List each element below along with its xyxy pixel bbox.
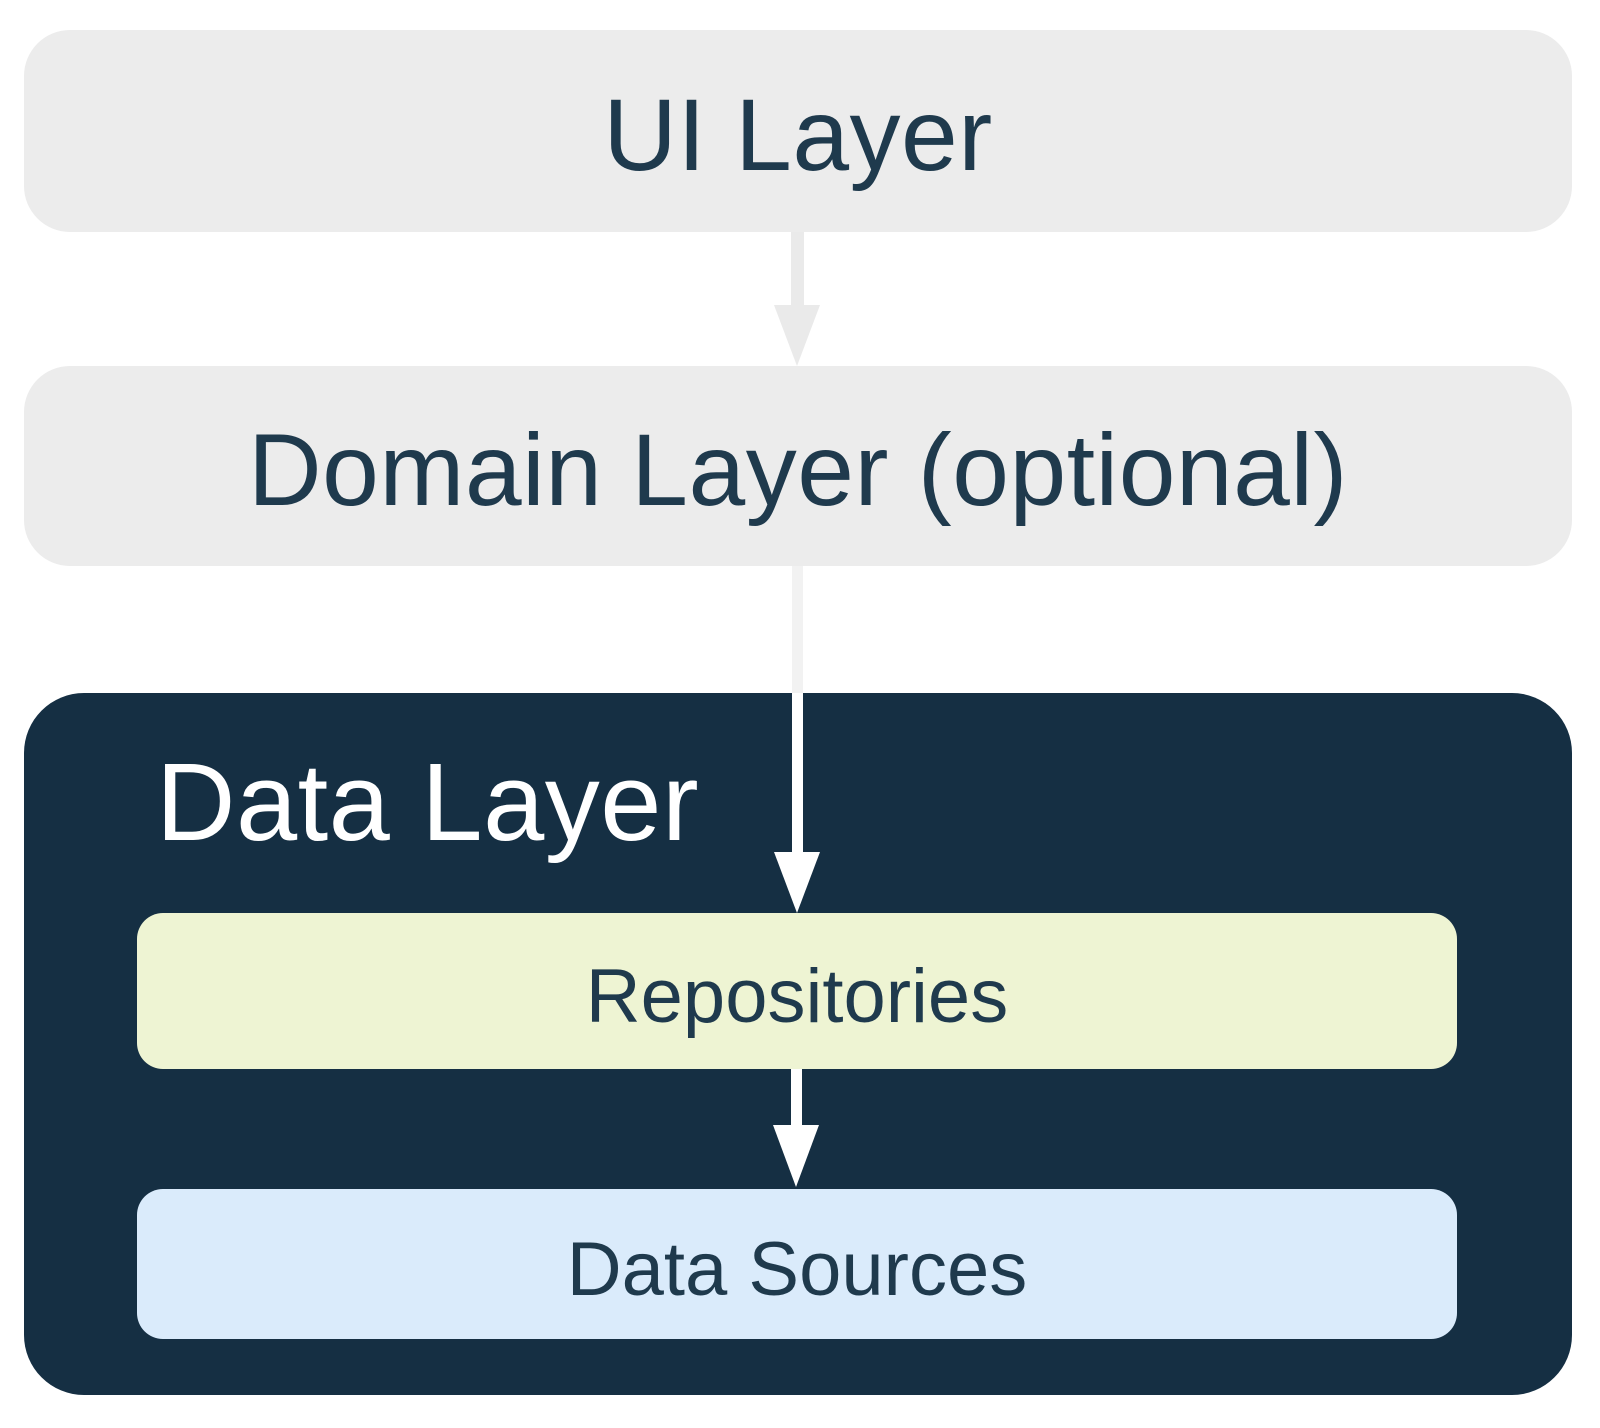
arrow-down-icon (774, 305, 820, 366)
node-repositories: Repositories (137, 913, 1457, 1069)
arrow-domain-to-repositories-shaft-lower (792, 693, 803, 854)
node-repositories-label: Repositories (585, 954, 1009, 1039)
node-ui-layer: UI Layer (24, 30, 1572, 232)
node-data-layer-label: Data Layer (156, 741, 700, 864)
node-domain-layer-label: Domain Layer (optional) (247, 413, 1349, 527)
node-domain-layer: Domain Layer (optional) (24, 366, 1572, 566)
node-data-sources-label: Data Sources (566, 1227, 1028, 1312)
arrow-domain-to-repositories-shaft-upper (792, 566, 803, 693)
arrow-down-icon (773, 1125, 819, 1187)
arrow-ui-to-domain-shaft (791, 232, 804, 308)
node-ui-layer-label: UI Layer (603, 78, 993, 192)
arrow-repositories-to-datasources-shaft (791, 1069, 802, 1127)
node-data-sources: Data Sources (137, 1189, 1457, 1339)
arrow-down-icon (774, 852, 820, 913)
